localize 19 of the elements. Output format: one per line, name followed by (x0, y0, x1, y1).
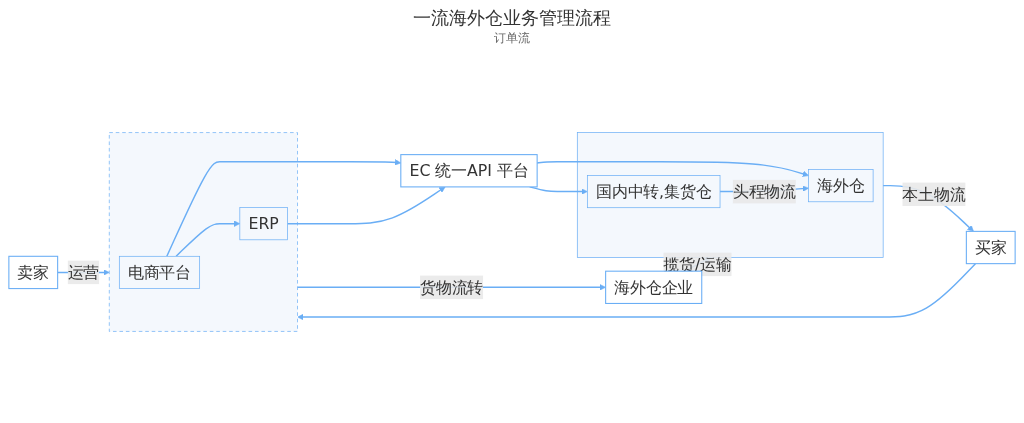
node-box: 海外仓 (808, 169, 874, 203)
arrow (286, 186, 446, 225)
node-box: 海外仓企业 (605, 270, 703, 304)
node-box: 国内中转,集货仓 (587, 175, 721, 209)
node-box: 卖家 (8, 255, 59, 290)
edge-label: 头程物流 (732, 182, 796, 201)
node-box: 电商平台 (118, 255, 200, 289)
edge-label: 运营 (67, 263, 100, 282)
arrow (175, 220, 241, 257)
flow-note: 订单流 (494, 31, 530, 45)
diagram-title: 一流海外仓业务管理流程 (413, 6, 611, 30)
cluster (108, 132, 298, 332)
node-box: EC 统一API 平台 (400, 154, 538, 188)
cluster (576, 132, 884, 258)
node-box: ERP (239, 207, 288, 241)
node-box: 买家 (965, 230, 1016, 265)
edge-label: 揽货/运输 (663, 255, 732, 274)
edge-label: 本土物流 (902, 185, 966, 204)
edge-label: 货物流转 (420, 278, 484, 297)
